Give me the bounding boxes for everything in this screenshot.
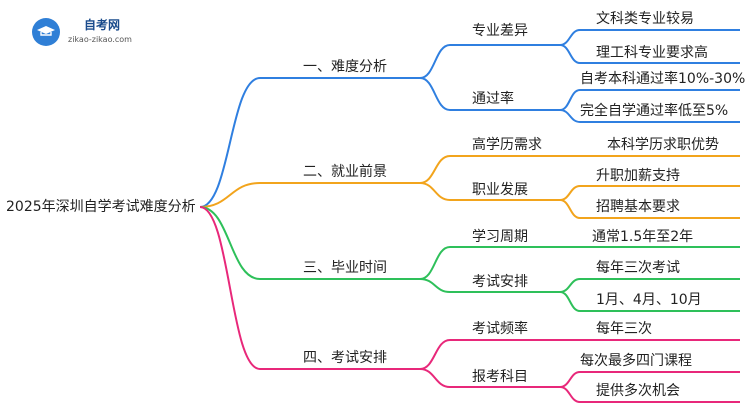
subtopic-label: 学习周期 (472, 229, 528, 245)
logo-badge-icon (32, 18, 60, 46)
subtopic-label: 职业发展 (472, 182, 528, 198)
root-connector (199, 206, 261, 280)
leaf-label: 每年三次 (596, 321, 652, 337)
leaf-label: 每年三次考试 (596, 260, 680, 276)
leaf-label: 提供多次机会 (596, 383, 680, 399)
leaf-label: 本科学历求职优势 (607, 137, 719, 153)
subtopic-connector (419, 182, 451, 201)
branch-label: 四、考试安排 (303, 350, 387, 366)
logo[interactable]: 自考网 zikao-zikao.com (32, 16, 152, 50)
leaf-label: 完全自学通过率低至5% (580, 103, 729, 119)
leaf-connector (559, 185, 581, 201)
root-connector (199, 182, 261, 208)
leaf-connector (559, 371, 581, 388)
leaf-label: 1月、4月、10月 (596, 292, 702, 308)
leaf-connector (559, 278, 581, 293)
root-connector (199, 206, 261, 370)
leaf-connector (559, 291, 581, 312)
subtopic-connector (419, 77, 451, 111)
leaf-label: 通常1.5年至2年 (592, 229, 694, 245)
leaf-connector (559, 44, 581, 64)
leaf-label: 自考本科通过率10%-30% (580, 71, 746, 87)
leaf-label: 招聘基本要求 (596, 199, 680, 215)
subtopic-label: 考试频率 (472, 321, 528, 337)
leaf-label: 理工科专业要求高 (596, 45, 708, 61)
subtopic-connector (419, 339, 451, 370)
leaf-connector (559, 89, 581, 111)
leaf-connector (559, 386, 581, 403)
logo-title: 自考网 (84, 18, 121, 32)
leaf-label: 每次最多四门课程 (580, 353, 692, 369)
subtopic-connector (419, 44, 451, 79)
leaf-label: 升职加薪支持 (596, 168, 680, 184)
subtopic-connector (419, 246, 451, 280)
logo-url: zikao-zikao.com (68, 35, 132, 44)
leaf-label: 文科类专业较易 (596, 11, 694, 27)
branch-label: 二、就业前景 (303, 164, 387, 180)
subtopic-label: 通过率 (472, 91, 514, 107)
leaf-connector (559, 29, 581, 46)
subtopic-label: 高学历需求 (472, 137, 542, 153)
subtopic-label: 报考科目 (472, 369, 528, 385)
root-connector (199, 77, 261, 208)
leaf-connector (559, 109, 581, 123)
leaf-connector (559, 199, 581, 219)
branch-label: 三、毕业时间 (303, 260, 387, 276)
subtopic-label: 专业差异 (472, 23, 528, 39)
branch-label: 一、难度分析 (303, 59, 387, 75)
subtopic-label: 考试安排 (472, 274, 528, 290)
subtopic-connector (419, 368, 451, 388)
subtopic-connector (419, 155, 451, 184)
root-topic: 2025年深圳自学考试难度分析 (6, 199, 196, 215)
subtopic-connector (419, 278, 451, 293)
